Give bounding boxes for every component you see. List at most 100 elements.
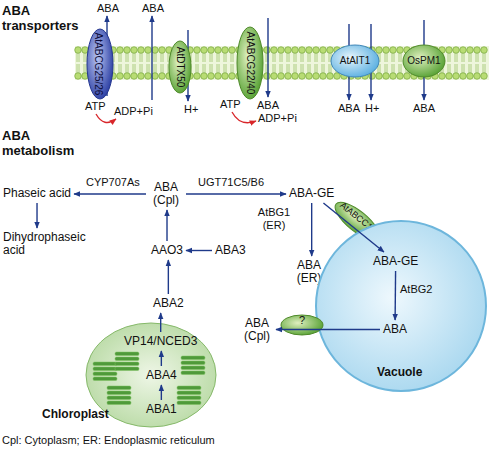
lipid-head (299, 73, 306, 80)
node-text: AtAIT1 (340, 56, 371, 66)
lipid-tail (224, 53, 225, 62)
enzyme-label: UGT71C5/B6 (198, 176, 264, 189)
molecule-label: ABA (413, 102, 435, 115)
section-heading: ABA metabolism (2, 128, 84, 158)
lipid-tail (401, 64, 402, 73)
lipid-tail (294, 64, 295, 73)
lipid-tail (126, 53, 127, 62)
lipid-tail (203, 64, 204, 73)
lipid-tail (448, 64, 449, 73)
lipid-tail (469, 64, 470, 73)
lipid-tail (478, 53, 479, 62)
section-heading: ABA transporters (2, 3, 84, 33)
enzyme-label: CYP707As (86, 176, 140, 189)
lipid-tail (280, 64, 281, 73)
thylakoid (107, 386, 131, 390)
lipid-head (124, 73, 131, 80)
lipid-tail (275, 64, 276, 73)
reaction-arrow (74, 193, 146, 194)
lipid-tail (385, 53, 386, 62)
lipid-tail (385, 64, 386, 73)
lipid-tail (450, 64, 451, 73)
lipid-head (271, 73, 278, 80)
lipid-tail (289, 64, 290, 73)
lipid-head (460, 73, 467, 80)
reaction-arrow (276, 329, 380, 330)
lipid-tail (142, 53, 143, 62)
lipid-tail (476, 64, 477, 73)
lipid-tail (198, 53, 199, 62)
lipid-tail (394, 64, 395, 73)
lipid-tail (448, 53, 449, 62)
lipid-tail (380, 64, 381, 73)
lipid-tail (140, 64, 141, 73)
lipid-head (229, 47, 236, 54)
lipid-head (320, 73, 327, 80)
transport-arrow (151, 16, 152, 100)
lipid-tail (163, 53, 164, 62)
lipid-tail (226, 53, 227, 62)
molecule-label: H+ (365, 102, 379, 115)
lipid-head (215, 47, 222, 54)
lipid-tail (198, 64, 199, 73)
lipid-head (229, 73, 236, 80)
lipid-tail (315, 53, 316, 62)
lipid-tail (275, 53, 276, 62)
lipid-tail (231, 53, 232, 62)
transporter-protein: AtDTX50 (168, 40, 192, 94)
lipid-tail (294, 53, 295, 62)
thylakoid (115, 357, 139, 361)
node-text: VP14/NCED3 (124, 335, 197, 348)
node-shape (331, 45, 379, 77)
lipid-tail (322, 53, 323, 62)
node-text: ABA-GE (373, 255, 418, 268)
lipid-tail (380, 53, 381, 62)
lipid-tail (485, 64, 486, 73)
lipid-head (117, 73, 124, 80)
lipid-tail (399, 64, 400, 73)
node-text: Chloroplast (42, 408, 109, 420)
lipid-tail (128, 64, 129, 73)
lipid-head (194, 47, 201, 54)
node-text: ABA2 (153, 297, 184, 310)
lipid-tail (392, 64, 393, 73)
lipid-tail (147, 64, 148, 73)
node-text: Dihydrophaseic acid (3, 231, 93, 257)
metabolite: ABA (Cpl) (240, 316, 274, 344)
lipid-head (376, 47, 383, 54)
lipid-head (138, 73, 145, 80)
molecule-label: ATP (85, 100, 106, 113)
lipid-head (138, 47, 145, 54)
molecule-label: ATP (220, 98, 241, 111)
lipid-head (320, 47, 327, 54)
node-text: AAO3 (151, 244, 183, 257)
enzyme-name: ABA3 (214, 243, 247, 258)
lipid-head (439, 73, 446, 80)
lipid-tail (135, 53, 136, 62)
caption: Cpl: Cytoplasm; ER: Endoplasmic reticulu… (2, 434, 215, 447)
lipid-tail (212, 53, 213, 62)
lipid-tail (308, 64, 309, 73)
lipid-tail (133, 53, 134, 62)
lipid-tail (387, 64, 388, 73)
reaction-arrow (186, 193, 286, 194)
molecule-label: ABA (142, 2, 164, 15)
chloroplast: ChloroplastVP14/NCED3ABA4ABA1 (85, 322, 217, 428)
lipid-head (390, 73, 397, 80)
lipid-tail (303, 53, 304, 62)
lipid-head (299, 47, 306, 54)
lipid-tail (161, 64, 162, 73)
node-shape (169, 41, 191, 93)
reaction-arrow (323, 203, 384, 252)
transport-arrow (267, 18, 268, 97)
lipid-tail (462, 53, 463, 62)
lipid-head (194, 73, 201, 80)
lipid-tail (282, 64, 283, 73)
lipid-tail (142, 64, 143, 73)
lipid-tail (147, 53, 148, 62)
lipid-tail (394, 53, 395, 62)
thylakoid (181, 371, 205, 375)
thylakoid (93, 367, 117, 371)
